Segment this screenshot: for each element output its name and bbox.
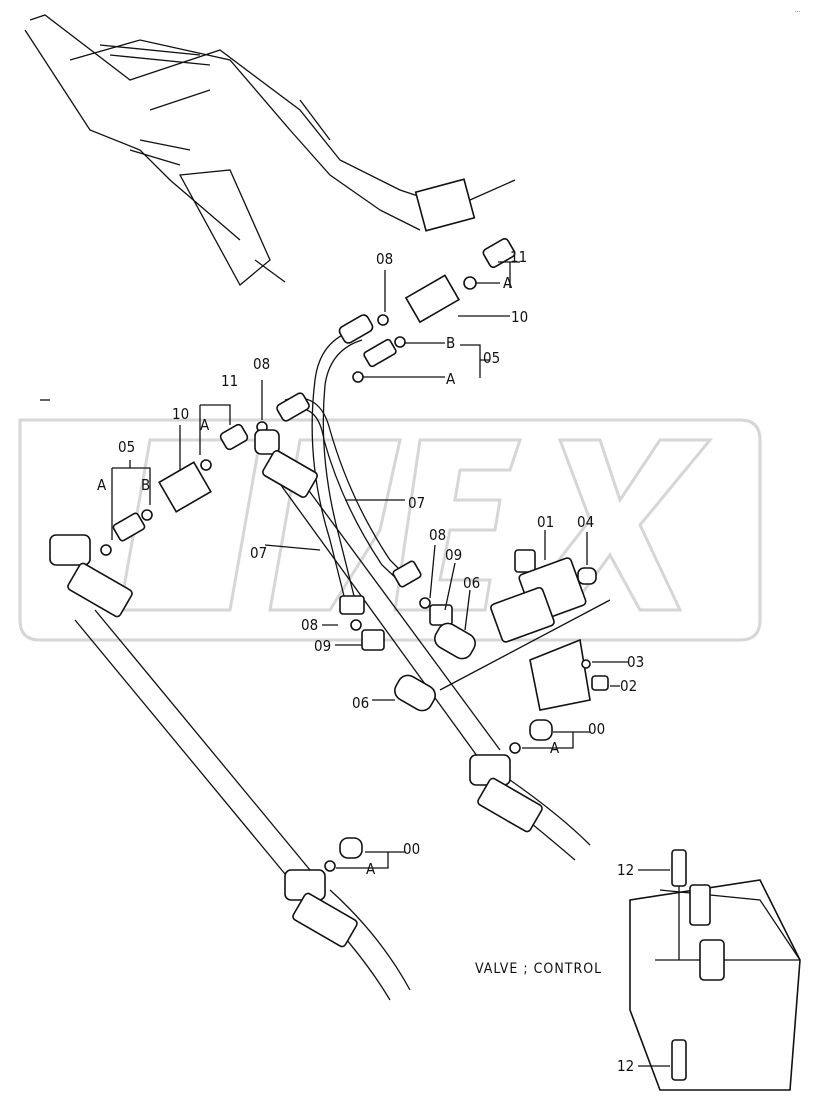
boom-arm-drawing: [24, 14, 516, 287]
callout-08: 08: [253, 355, 270, 373]
callout-06: 06: [352, 694, 369, 712]
callout-A: A: [200, 416, 210, 434]
valve-control-label: VALVE ; CONTROL: [475, 961, 602, 977]
callout-10: 10: [511, 308, 528, 326]
callout-A: A: [550, 739, 560, 757]
leader-lines: [111, 261, 670, 1067]
callout-09: 09: [445, 546, 462, 564]
callout-A: A: [503, 274, 513, 292]
fittings: [49, 238, 609, 948]
callout-02: 02: [620, 677, 637, 695]
callout-06: 06: [463, 574, 480, 592]
callout-12: 12: [617, 1057, 634, 1075]
corner-mark: ...: [795, 7, 800, 14]
callout-00: 00: [403, 840, 420, 858]
callout-04: 04: [577, 513, 594, 531]
callout-A: A: [97, 476, 107, 494]
callout-05: 05: [483, 349, 500, 367]
callout-00: 00: [588, 720, 605, 738]
callout-08: 08: [376, 250, 393, 268]
callout-07: 07: [250, 544, 267, 562]
callout-08: 08: [429, 526, 446, 544]
callout-05: 05: [118, 438, 135, 456]
callout-11: 11: [221, 372, 238, 390]
callout-08: 08: [301, 616, 318, 634]
callout-12: 12: [617, 861, 634, 879]
control-valve-drawing: [629, 849, 801, 1091]
callout-07: 07: [408, 494, 425, 512]
callout-B: B: [446, 334, 455, 352]
callout-A: A: [366, 860, 376, 878]
callout-09: 09: [314, 637, 331, 655]
callout-10: 10: [172, 405, 189, 423]
callout-01: 01: [537, 513, 554, 531]
callout-03: 03: [627, 653, 644, 671]
watermark-logo: [18, 418, 762, 642]
hoses: [284, 329, 406, 601]
callout-11: 11: [510, 248, 527, 266]
callout-B: B: [141, 476, 150, 494]
callout-A: A: [446, 370, 456, 388]
callout-labels: 11 A 08 10 B 05 A 08 11 A 10 05 A B 07 0…: [97, 248, 644, 1075]
